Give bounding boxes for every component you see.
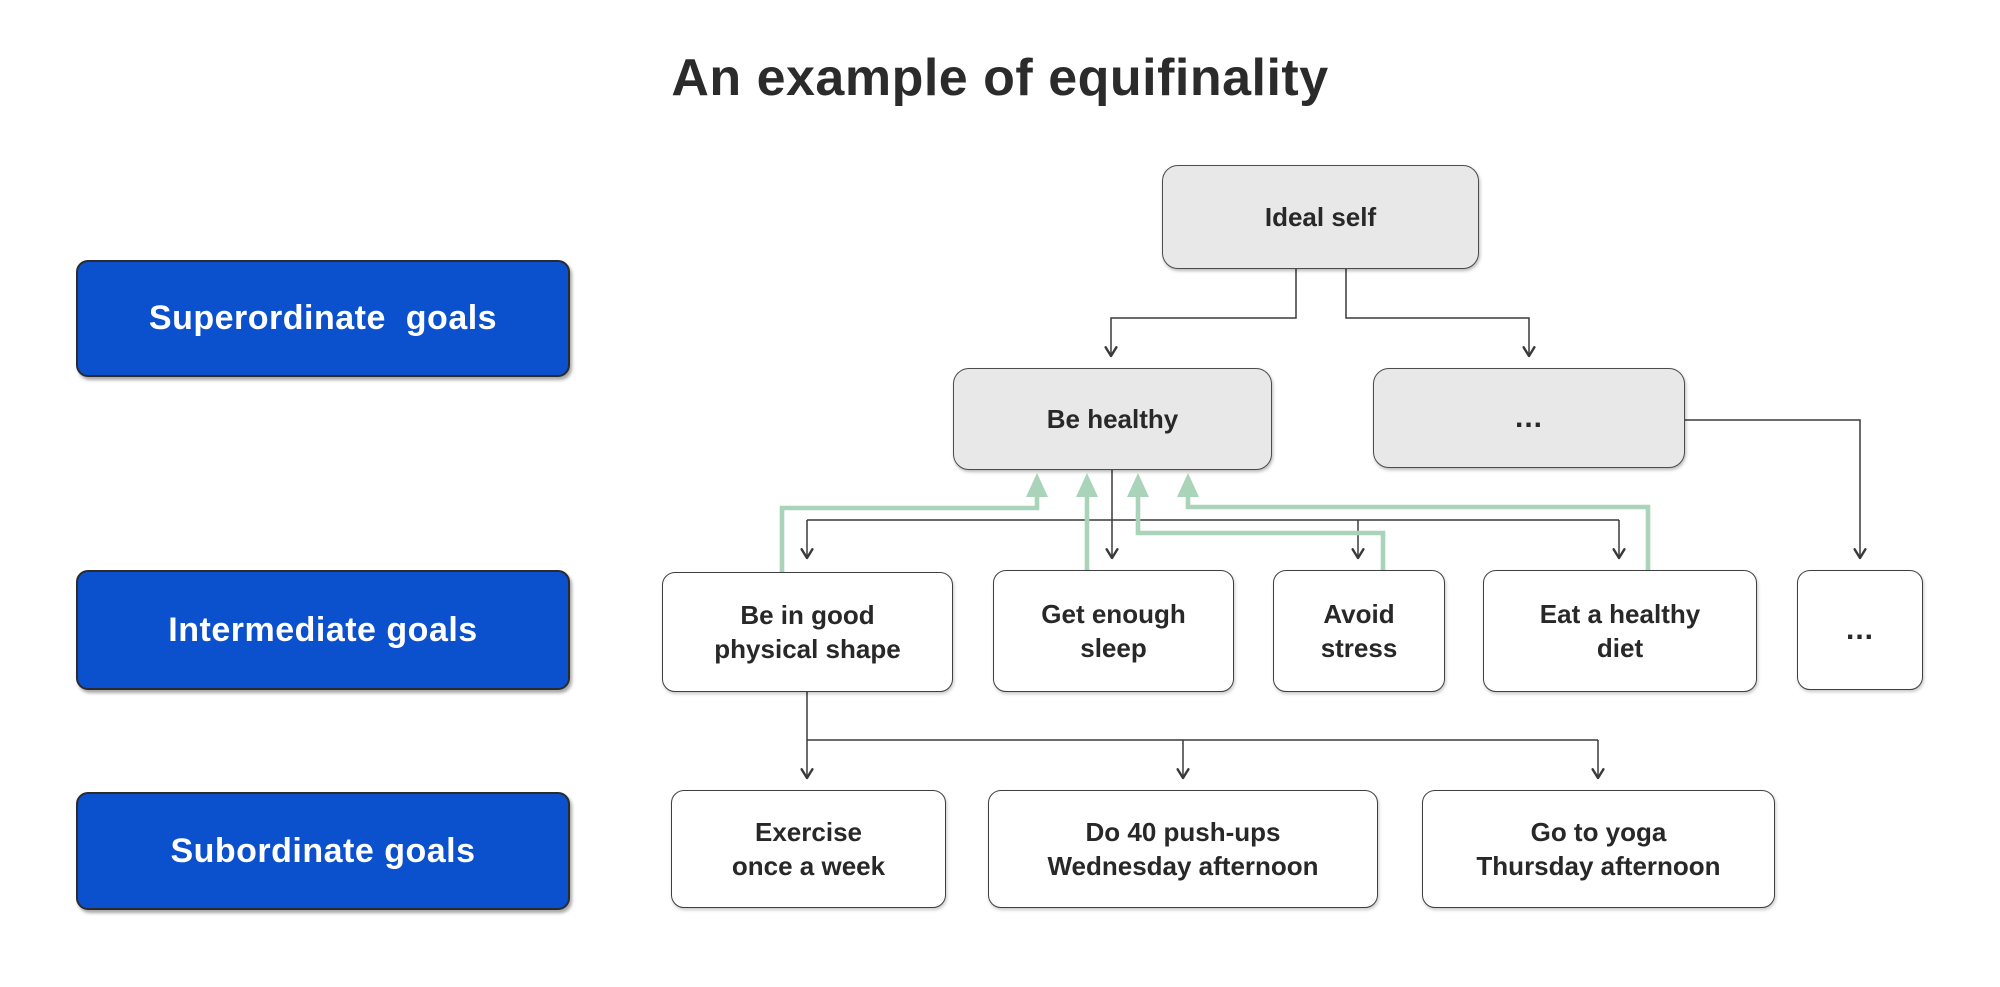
node-label: Do 40 push-ups Wednesday afternoon: [1047, 816, 1319, 881]
row-label-intermediate-goals: Intermediate goals: [76, 570, 570, 690]
node-label: Go to yoga Thursday afternoon: [1476, 816, 1721, 881]
row-label-text: Subordinate goals: [170, 831, 476, 870]
row-label-subordinate-goals: Subordinate goals: [76, 792, 570, 910]
node-label: Be healthy: [1046, 403, 1179, 434]
green-connectors: [779, 494, 1651, 574]
row-label-text: Intermediate goals: [168, 610, 478, 649]
row-label-text: Superordinate goals: [148, 299, 498, 337]
node-avoid-stress: Avoid stress: [1273, 570, 1445, 692]
node-label: Ideal self: [1264, 201, 1377, 232]
node-be-healthy: Be healthy: [953, 368, 1272, 470]
node-ideal-self: Ideal self: [1162, 165, 1479, 269]
node-intermediate-ellipsis: ...: [1797, 570, 1923, 690]
node-exercise-once-a-week: Exercise once a week: [671, 790, 946, 908]
green-arrowheads: [1026, 473, 1199, 497]
node-eat-a-healthy-diet: Eat a healthy diet: [1483, 570, 1757, 692]
node-label: Exercise once a week: [731, 816, 886, 881]
node-get-enough-sleep: Get enough sleep: [993, 570, 1234, 692]
node-label: Be in good physical shape: [714, 599, 901, 664]
row-label-superordinate-goals: Superordinate goals: [76, 260, 570, 377]
ellipsis-label: ...: [1845, 613, 1874, 647]
ellipsis-label: ...: [1514, 401, 1543, 435]
node-do-40-push-ups: Do 40 push-ups Wednesday afternoon: [988, 790, 1378, 908]
page-title: An example of equifinality: [671, 49, 1329, 107]
node-label: Avoid stress: [1320, 598, 1398, 663]
node-label: Eat a healthy diet: [1539, 598, 1701, 663]
node-superordinate-ellipsis: ...: [1373, 368, 1685, 468]
node-label: Get enough sleep: [1041, 598, 1186, 663]
node-be-in-good-physical-shape: Be in good physical shape: [662, 572, 953, 692]
dark-connectors: [800, 269, 1867, 780]
node-go-to-yoga: Go to yoga Thursday afternoon: [1422, 790, 1775, 908]
